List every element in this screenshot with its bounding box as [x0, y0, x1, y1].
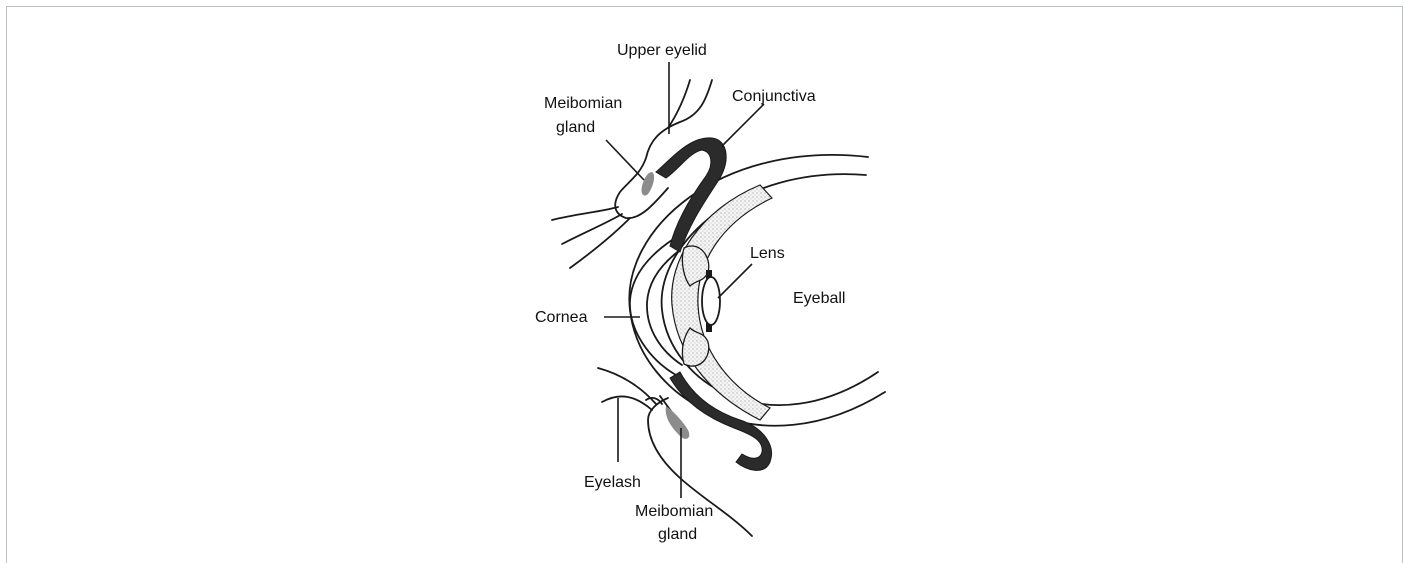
- upper-eyelash-2: [562, 214, 622, 244]
- label-meibomian-upper-line1: Meibomian: [544, 95, 622, 112]
- leader-conjunctiva: [722, 104, 764, 146]
- meibomian-gland-upper-shape: [641, 172, 654, 196]
- meibomian-gland-lower-shape: [666, 406, 690, 439]
- label-eyeball: Eyeball: [793, 290, 845, 307]
- label-meibomian-lower-line1: Meibomian: [635, 503, 713, 520]
- leader-lens: [718, 264, 752, 298]
- label-conjunctiva: Conjunctiva: [732, 88, 816, 105]
- lens-shape: [702, 277, 720, 325]
- label-meibomian-upper-line2: gland: [556, 119, 595, 136]
- upper-eyelid-skin: [668, 80, 690, 128]
- ciliary-body-lower: [682, 328, 708, 366]
- upper-eyelash-1: [552, 207, 618, 220]
- label-lens: Lens: [750, 245, 785, 262]
- label-upper-eyelid: Upper eyelid: [617, 42, 707, 59]
- leader-meibomian-upper: [606, 140, 644, 180]
- lower-eyelash-2: [602, 396, 652, 410]
- label-meibomian-lower-line2: gland: [658, 526, 697, 543]
- label-eyelash: Eyelash: [584, 474, 641, 491]
- label-cornea: Cornea: [535, 309, 588, 326]
